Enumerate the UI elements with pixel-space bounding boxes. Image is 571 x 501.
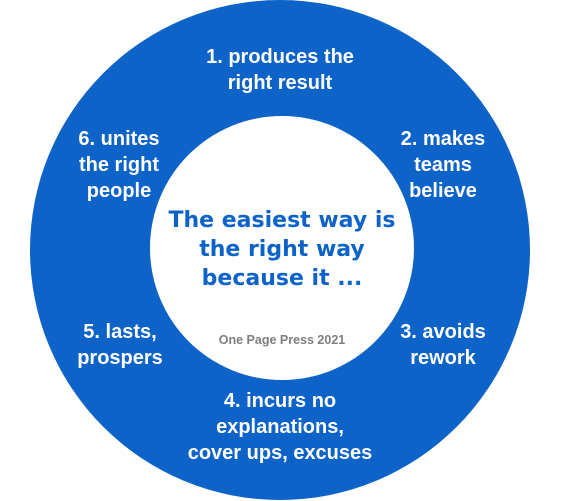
segment-6-label: 6. unites the right people [78, 128, 160, 202]
segment-4-label: 4. incurs no explanations, cover ups, ex… [187, 390, 373, 464]
segment-1-label: 1. produces the right result [206, 46, 354, 94]
segment-2-label: 2. makes teams believe [400, 128, 486, 202]
segment-5-label: 5. lasts, prospers [77, 321, 163, 369]
segment-3-label: 3. avoids rework [400, 321, 486, 369]
inner-circle [150, 116, 414, 380]
center-title: The easiest way is the right way because… [168, 208, 396, 291]
credit-text: One Page Press 2021 [218, 333, 346, 347]
